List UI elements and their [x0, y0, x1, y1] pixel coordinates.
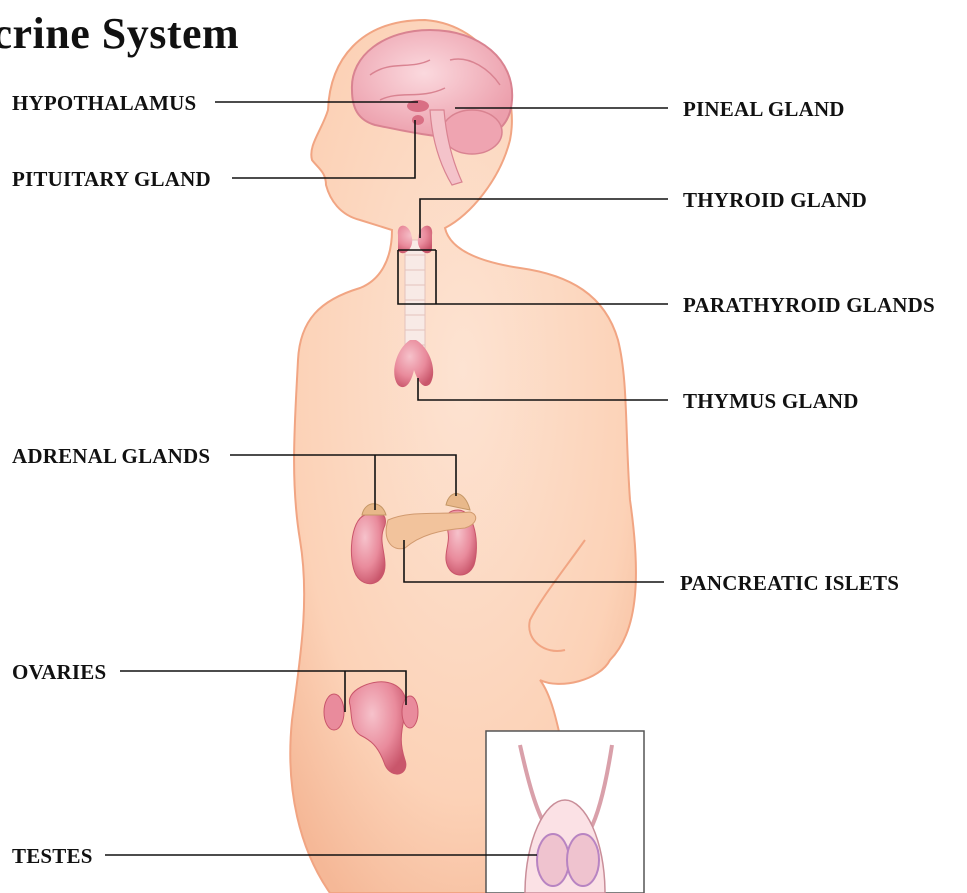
label-hypothalamus: HYPOTHALAMUS: [12, 91, 196, 116]
label-ovaries: OVARIES: [12, 660, 106, 685]
label-parathyroid-glands: PARATHYROID GLANDS: [683, 293, 935, 318]
label-thymus-gland: THYMUS GLAND: [683, 389, 859, 414]
cerebellum: [442, 110, 502, 154]
left-kidney: [351, 512, 385, 583]
left-ovary: [324, 694, 344, 730]
label-adrenal-glands: ADRENAL GLANDS: [12, 444, 210, 469]
right-ovary: [402, 696, 418, 728]
page-title: ocrine System: [0, 8, 239, 59]
label-pituitary-gland: PITUITARY GLAND: [12, 167, 211, 192]
label-pineal-gland: PINEAL GLAND: [683, 97, 845, 122]
label-thyroid-gland: THYROID GLAND: [683, 188, 867, 213]
label-testes: TESTES: [12, 844, 93, 869]
label-pancreatic-islets: PANCREATIC ISLETS: [680, 571, 899, 596]
